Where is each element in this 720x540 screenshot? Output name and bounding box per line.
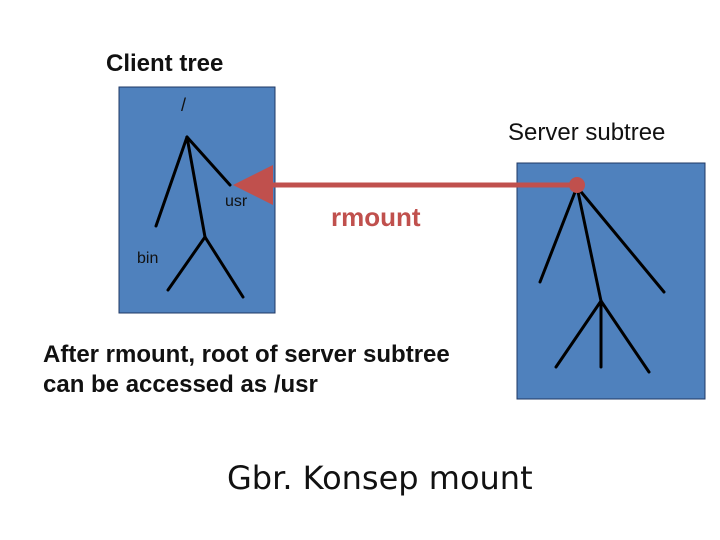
client-tree-lines — [154, 135, 245, 299]
bin-node-label: bin — [137, 250, 159, 267]
server-root-node — [569, 177, 585, 193]
client-root-label: / — [181, 95, 187, 115]
client-tree-title: Client tree — [106, 50, 224, 77]
explanation-line-2: can be accessed as /usr — [43, 371, 318, 398]
usr-node-label: usr — [225, 193, 248, 210]
server-subtree-box — [516, 162, 706, 400]
rmount-label: rmount — [331, 202, 421, 232]
server-tree-lines — [538, 185, 666, 374]
explanation-line-1: After rmount, root of server subtree — [43, 341, 450, 368]
server-subtree-title: Server subtree — [508, 119, 666, 146]
figure-caption: Gbr. Konsep mount — [227, 459, 533, 497]
